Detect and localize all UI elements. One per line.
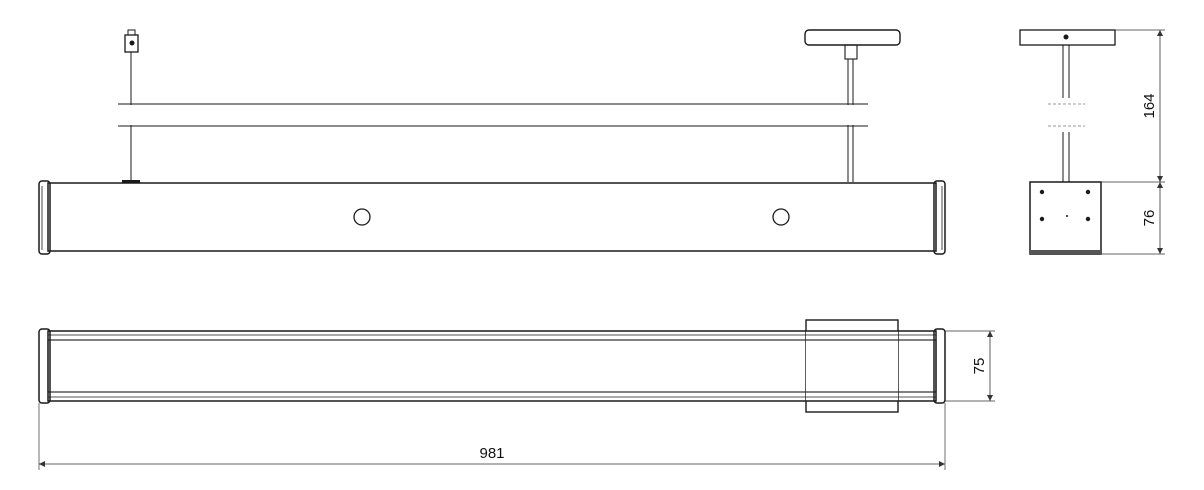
break-lines xyxy=(118,103,868,127)
side-view xyxy=(1019,29,1165,255)
front-view xyxy=(38,29,946,255)
dim-body-height: 76 xyxy=(1141,210,1158,227)
dim-width: 75 xyxy=(971,358,988,375)
dim-length: 981 xyxy=(479,445,504,462)
luminaire-body-front xyxy=(38,180,946,255)
dim-suspension-height: 164 xyxy=(1141,93,1158,118)
mounting-hole-left xyxy=(353,208,371,226)
top-view xyxy=(38,319,995,470)
mounting-hole-right xyxy=(772,208,790,226)
